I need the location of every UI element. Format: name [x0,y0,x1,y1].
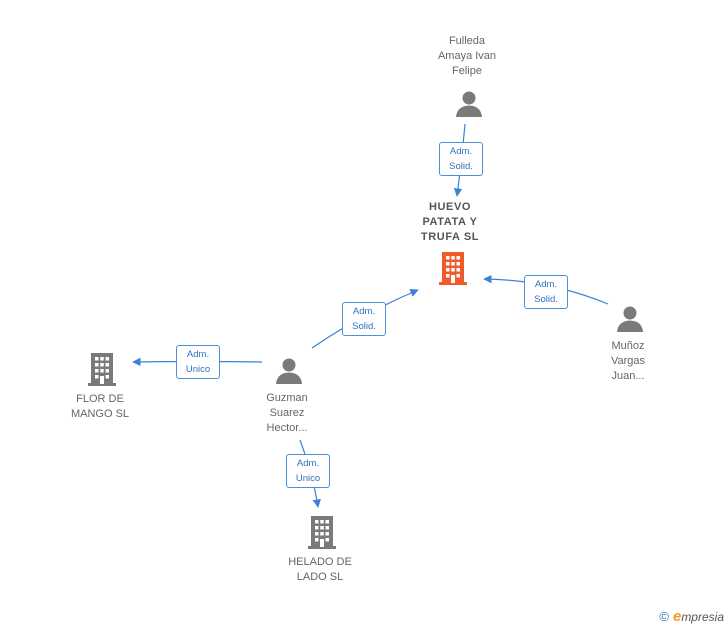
company-label-huevo[interactable]: HUEVO PATATA Y TRUFA SL [420,201,480,243]
edge-label-guzman-helado: Adm. Unico [286,454,330,488]
brand-logo-letter: e [672,608,682,625]
copyright-icon: © [659,609,669,624]
building-icon[interactable] [437,251,469,286]
edge-label-munoz-huevo: Adm. Solid. [524,275,568,309]
person-icon[interactable] [274,356,304,386]
building-icon[interactable] [306,515,338,550]
company-label-flor[interactable]: FLOR DE MANGO SL [70,393,130,420]
brand-logo-text: mpresia [681,609,724,624]
person-label-guzman[interactable]: Guzman Suarez Hector... [266,392,308,434]
building-icon[interactable] [86,352,118,387]
person-icon[interactable] [454,89,484,119]
person-label-fulleda[interactable]: Fulleda Amaya Ivan Felipe [437,35,497,77]
edge-label-guzman-huevo: Adm. Solid. [342,302,386,336]
edge-label-guzman-flor: Adm. Unico [176,345,220,379]
person-icon[interactable] [615,304,645,334]
company-label-helado[interactable]: HELADO DE LADO SL [288,556,352,583]
person-label-munoz[interactable]: Muñoz Vargas Juan... [610,340,646,382]
brand-logo[interactable]: © e mpresia [659,608,724,625]
edge-label-fulleda-huevo: Adm. Solid. [439,142,483,176]
